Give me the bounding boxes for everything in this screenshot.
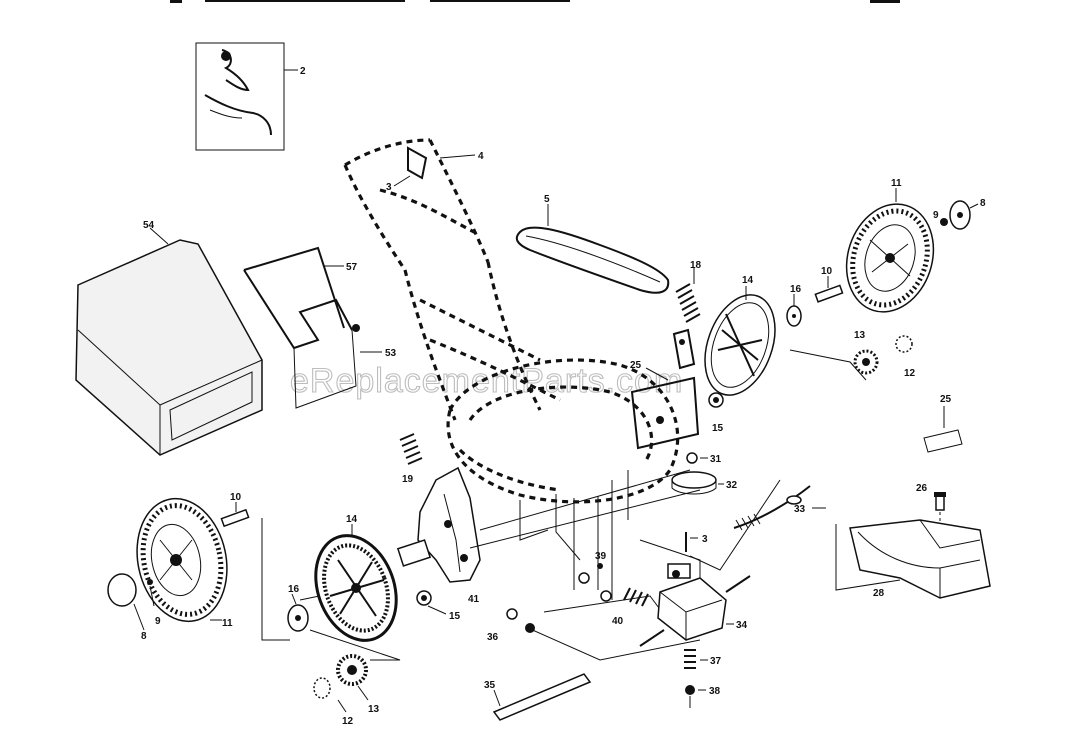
- part-number-41: 41: [468, 594, 480, 605]
- drive-gear-left: [314, 524, 398, 642]
- drive-gear-right: [704, 286, 776, 396]
- axle-rod: [492, 673, 592, 721]
- drive-belt: [515, 204, 670, 294]
- spring-40: [623, 587, 649, 607]
- part-number-13-right: 13: [854, 330, 866, 341]
- cable-33: [733, 485, 826, 531]
- spring-37: [684, 649, 708, 669]
- part-number-11-left: 11: [222, 618, 233, 629]
- grass-bag: [75, 227, 263, 456]
- part-number-13-left: 13: [368, 704, 380, 715]
- part-number-32: 32: [726, 480, 738, 491]
- part-number-3-lower: 3: [702, 534, 708, 545]
- part-number-10-left: 10: [230, 492, 242, 503]
- rear-deflector: [849, 519, 991, 599]
- part-number-12-right: 12: [904, 368, 916, 379]
- washer-16-left: [287, 593, 309, 632]
- washer-16-right: [786, 294, 802, 327]
- top-header-fragment: [170, 0, 900, 3]
- nut-38: [685, 685, 706, 708]
- part-number-36: 36: [487, 632, 499, 643]
- axle-bolt-left: [220, 502, 250, 528]
- part-number-9-right: 9: [933, 210, 939, 221]
- part-number-53: 53: [385, 348, 397, 359]
- part-number-16-left: 16: [288, 584, 300, 595]
- part-number-3: 3: [386, 182, 392, 193]
- part-number-14-left: 14: [346, 514, 358, 525]
- part-number-35: 35: [484, 680, 496, 691]
- pinion-gear-right: [789, 335, 913, 381]
- part-number-37: 37: [710, 656, 722, 667]
- part-number-11-right: 11: [891, 178, 902, 189]
- drive-housing-left: [396, 466, 481, 583]
- part-number-14-right: 14: [742, 275, 754, 286]
- washer-39: [578, 563, 603, 584]
- part-number-33: 33: [794, 504, 806, 515]
- spring-18: [675, 268, 701, 323]
- decal-25: [923, 406, 963, 453]
- part-number-16-right: 16: [790, 284, 802, 295]
- part-number-5: 5: [544, 194, 550, 205]
- mower-deck: [446, 358, 680, 504]
- transmission: [639, 563, 751, 647]
- hubcap-right: [940, 200, 979, 230]
- part-number-38: 38: [709, 686, 721, 697]
- pulley: [671, 452, 724, 495]
- part-number-34: 34: [736, 620, 748, 631]
- pin-3-lower: [685, 532, 698, 552]
- part-number-54: 54: [143, 220, 155, 231]
- part-number-8-right: 8: [980, 198, 986, 209]
- part-number-8-left: 8: [141, 631, 147, 642]
- nut-15-left: [416, 590, 447, 615]
- part-number-18: 18: [690, 260, 702, 271]
- bag-frame: [243, 246, 382, 409]
- part-number-10-right: 10: [821, 266, 833, 277]
- wheel-left: [136, 497, 228, 623]
- part-number-4: 4: [478, 151, 484, 162]
- part-number-25-upper: 25: [630, 360, 642, 371]
- part-number-2: 2: [300, 66, 306, 77]
- axle-bolt-right: [814, 276, 844, 303]
- drive-bracket: [630, 328, 700, 450]
- part-number-26: 26: [916, 483, 928, 494]
- cable-assembly-inset: [195, 42, 298, 151]
- hubcap-left: [107, 573, 155, 631]
- spring-19: [399, 433, 423, 465]
- handle-assembly: [343, 138, 561, 421]
- part-number-40: 40: [612, 616, 624, 627]
- nut-15-right: [708, 392, 724, 408]
- part-number-12-left: 12: [342, 716, 354, 727]
- part-number-15-right: 15: [712, 423, 724, 434]
- part-number-31: 31: [710, 454, 722, 465]
- wheel-right: [845, 188, 935, 313]
- part-number-28: 28: [873, 588, 885, 599]
- part-number-25-right: 25: [940, 394, 952, 405]
- part-number-19: 19: [402, 474, 414, 485]
- part-number-9-left: 9: [155, 616, 161, 627]
- part-number-57: 57: [346, 262, 358, 273]
- part-number-15-left: 15: [449, 611, 461, 622]
- part-number-39: 39: [595, 551, 607, 562]
- pinion-gear-left: [313, 654, 369, 713]
- washer-36: [506, 590, 612, 633]
